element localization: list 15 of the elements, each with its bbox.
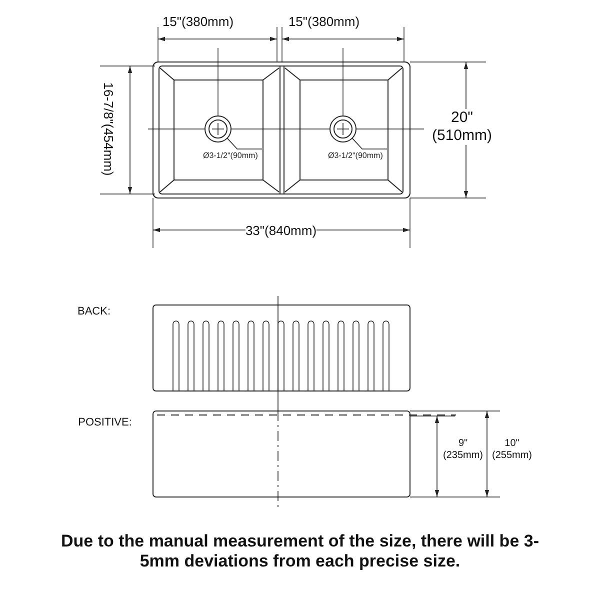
dimension-text: 16-7/8"(454mm) — [100, 82, 116, 176]
dimension-text: 33"(840mm) — [245, 223, 317, 239]
dimension-text: 15"(380mm) — [288, 14, 360, 30]
leader-line — [226, 138, 262, 150]
dimension-text: Ø3-1/2"(90mm) — [203, 151, 258, 160]
dimension-text: 9" (235mm) — [442, 438, 484, 462]
leader-line — [352, 138, 388, 150]
drain-hole — [329, 115, 357, 143]
dimension-text: 15"(380mm) — [162, 14, 234, 30]
drain-hole — [204, 115, 232, 143]
view-label: POSITIVE: — [78, 416, 132, 430]
dimension-text: Ø3-1/2"(90mm) — [328, 151, 383, 160]
view-label: BACK: — [78, 305, 110, 319]
note-text: Due to the manual measurement of the size, there will be 3-5mm deviations from each precise size. — [60, 532, 540, 572]
dimension-text: 10" (255mm) — [490, 438, 533, 462]
